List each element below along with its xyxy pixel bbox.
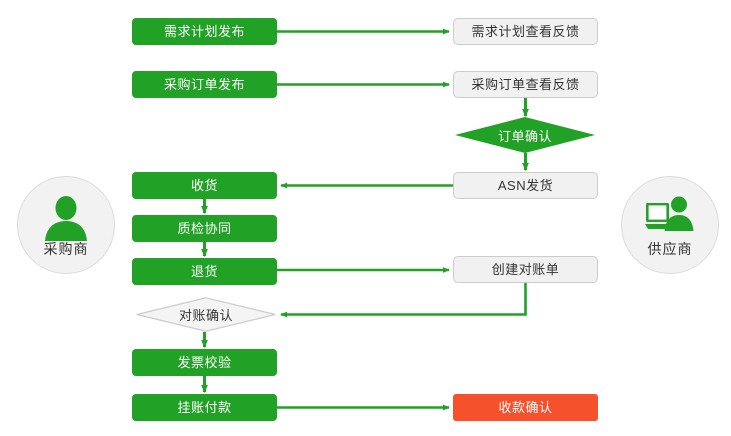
person-at-computer-icon bbox=[645, 196, 694, 231]
node-order-confirm[interactable]: 订单确认 bbox=[455, 117, 595, 153]
actor-label: 采购商 bbox=[43, 240, 89, 257]
node-label: 质检协同 bbox=[177, 221, 232, 236]
actor-buyer[interactable]: 采购商 bbox=[17, 176, 115, 274]
actor-label: 供应商 bbox=[647, 240, 693, 257]
node-po-feedback[interactable]: 采购订单查看反馈 bbox=[453, 71, 598, 98]
node-quality-collab[interactable]: 质检协同 bbox=[132, 215, 277, 242]
node-payment-posting[interactable]: 挂账付款 bbox=[132, 394, 277, 421]
node-label: 创建对账单 bbox=[491, 262, 560, 277]
node-label: 发票校验 bbox=[177, 355, 232, 370]
node-label: 收款确认 bbox=[498, 400, 553, 415]
node-invoice-check[interactable]: 发票校验 bbox=[132, 349, 277, 376]
node-label: 采购订单查看反馈 bbox=[471, 77, 580, 92]
node-label: 退货 bbox=[190, 264, 218, 279]
node-label: 收货 bbox=[190, 178, 218, 193]
node-label: 采购订单发布 bbox=[163, 77, 245, 92]
node-po-publish[interactable]: 采购订单发布 bbox=[132, 71, 277, 98]
node-label: 需求计划发布 bbox=[163, 24, 245, 39]
node-asn-shipment[interactable]: ASN发货 bbox=[453, 172, 598, 199]
node-label: 挂账付款 bbox=[177, 400, 232, 415]
node-label: ASN发货 bbox=[497, 178, 554, 193]
node-create-statement[interactable]: 创建对账单 bbox=[453, 256, 598, 283]
node-receive-goods[interactable]: 收货 bbox=[132, 172, 277, 199]
node-demand-plan-feedback[interactable]: 需求计划查看反馈 bbox=[453, 18, 598, 45]
node-demand-plan-publish[interactable]: 需求计划发布 bbox=[132, 18, 277, 45]
node-receipt-confirm[interactable]: 收款确认 bbox=[453, 394, 598, 421]
node-statement-confirm[interactable]: 对账确认 bbox=[136, 297, 276, 332]
edge-statement-to-confirm bbox=[280, 283, 527, 318]
person-icon bbox=[45, 195, 87, 241]
diamond-shape-icon bbox=[455, 117, 595, 153]
node-label: 需求计划查看反馈 bbox=[471, 24, 580, 39]
node-return-goods[interactable]: 退货 bbox=[132, 258, 277, 285]
actor-supplier[interactable]: 供应商 bbox=[621, 176, 719, 274]
diamond-shape-icon bbox=[136, 297, 276, 332]
